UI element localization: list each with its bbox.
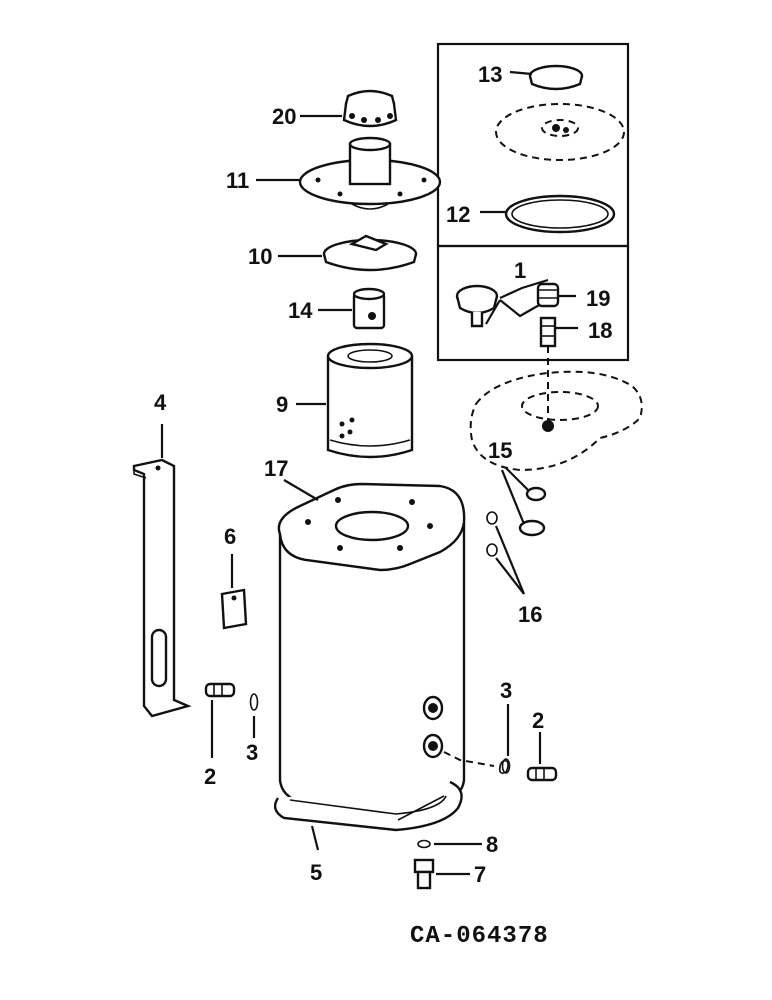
callout-11: 11 [226, 168, 249, 193]
callout-5: 5 [310, 860, 322, 885]
callout-10: 10 [248, 244, 272, 269]
part-15-fittings [500, 467, 547, 537]
washer-mark-right: 0 [498, 757, 509, 779]
part-17-reservoir-tank [277, 479, 466, 806]
part-4-bracket [132, 424, 192, 718]
part-1-valve [455, 278, 549, 328]
callout-14: 14 [288, 298, 313, 323]
callout-2-right: 2 [532, 708, 544, 733]
part-3-oring-left [249, 693, 259, 738]
part-16-orings [486, 511, 526, 595]
callout-3-left: 3 [246, 740, 258, 765]
part-11-cover-plate [256, 136, 442, 210]
part-13-filler-cap [509, 64, 584, 91]
callout-20: 20 [272, 104, 296, 129]
callout-7: 7 [474, 862, 486, 887]
part-19-spring-cage [536, 282, 576, 308]
callout-17: 17 [264, 456, 288, 481]
part-10-filter-head [278, 234, 418, 272]
part-5-base-gasket [273, 780, 463, 851]
part-20-breather-cap [300, 89, 398, 128]
callout-9: 9 [276, 392, 288, 417]
callout-12: 12 [446, 202, 470, 227]
part-6-clip [220, 554, 248, 630]
strainer-plate-dashed [495, 103, 625, 161]
mounting-flange-dashed [469, 370, 643, 472]
callout-13: 13 [478, 62, 502, 87]
part-12-gasket-ring [480, 194, 616, 234]
part-2-fitting-left [204, 682, 236, 758]
callout-19: 19 [586, 286, 610, 311]
callout-3-right: 3 [500, 678, 512, 703]
part-14-bushing [318, 287, 386, 330]
callout-6: 6 [224, 524, 236, 549]
callout-1: 1 [514, 258, 526, 283]
callout-2-left: 2 [204, 764, 216, 789]
part-7-drain-plug [413, 858, 470, 890]
callout-18: 18 [588, 318, 612, 343]
callout-16: 16 [518, 602, 542, 627]
callout-8: 8 [486, 832, 498, 857]
reference-code: CA-064378 [410, 923, 549, 950]
part-18-sleeve [539, 316, 578, 348]
part-3-oring-right [443, 704, 511, 774]
inset-box-lower [436, 244, 630, 362]
part-9-filter-element [296, 342, 414, 459]
part-8-oring [417, 839, 482, 849]
callout-15: 15 [488, 438, 512, 463]
callout-4: 4 [154, 390, 167, 415]
part-2-fitting-right [526, 732, 558, 782]
